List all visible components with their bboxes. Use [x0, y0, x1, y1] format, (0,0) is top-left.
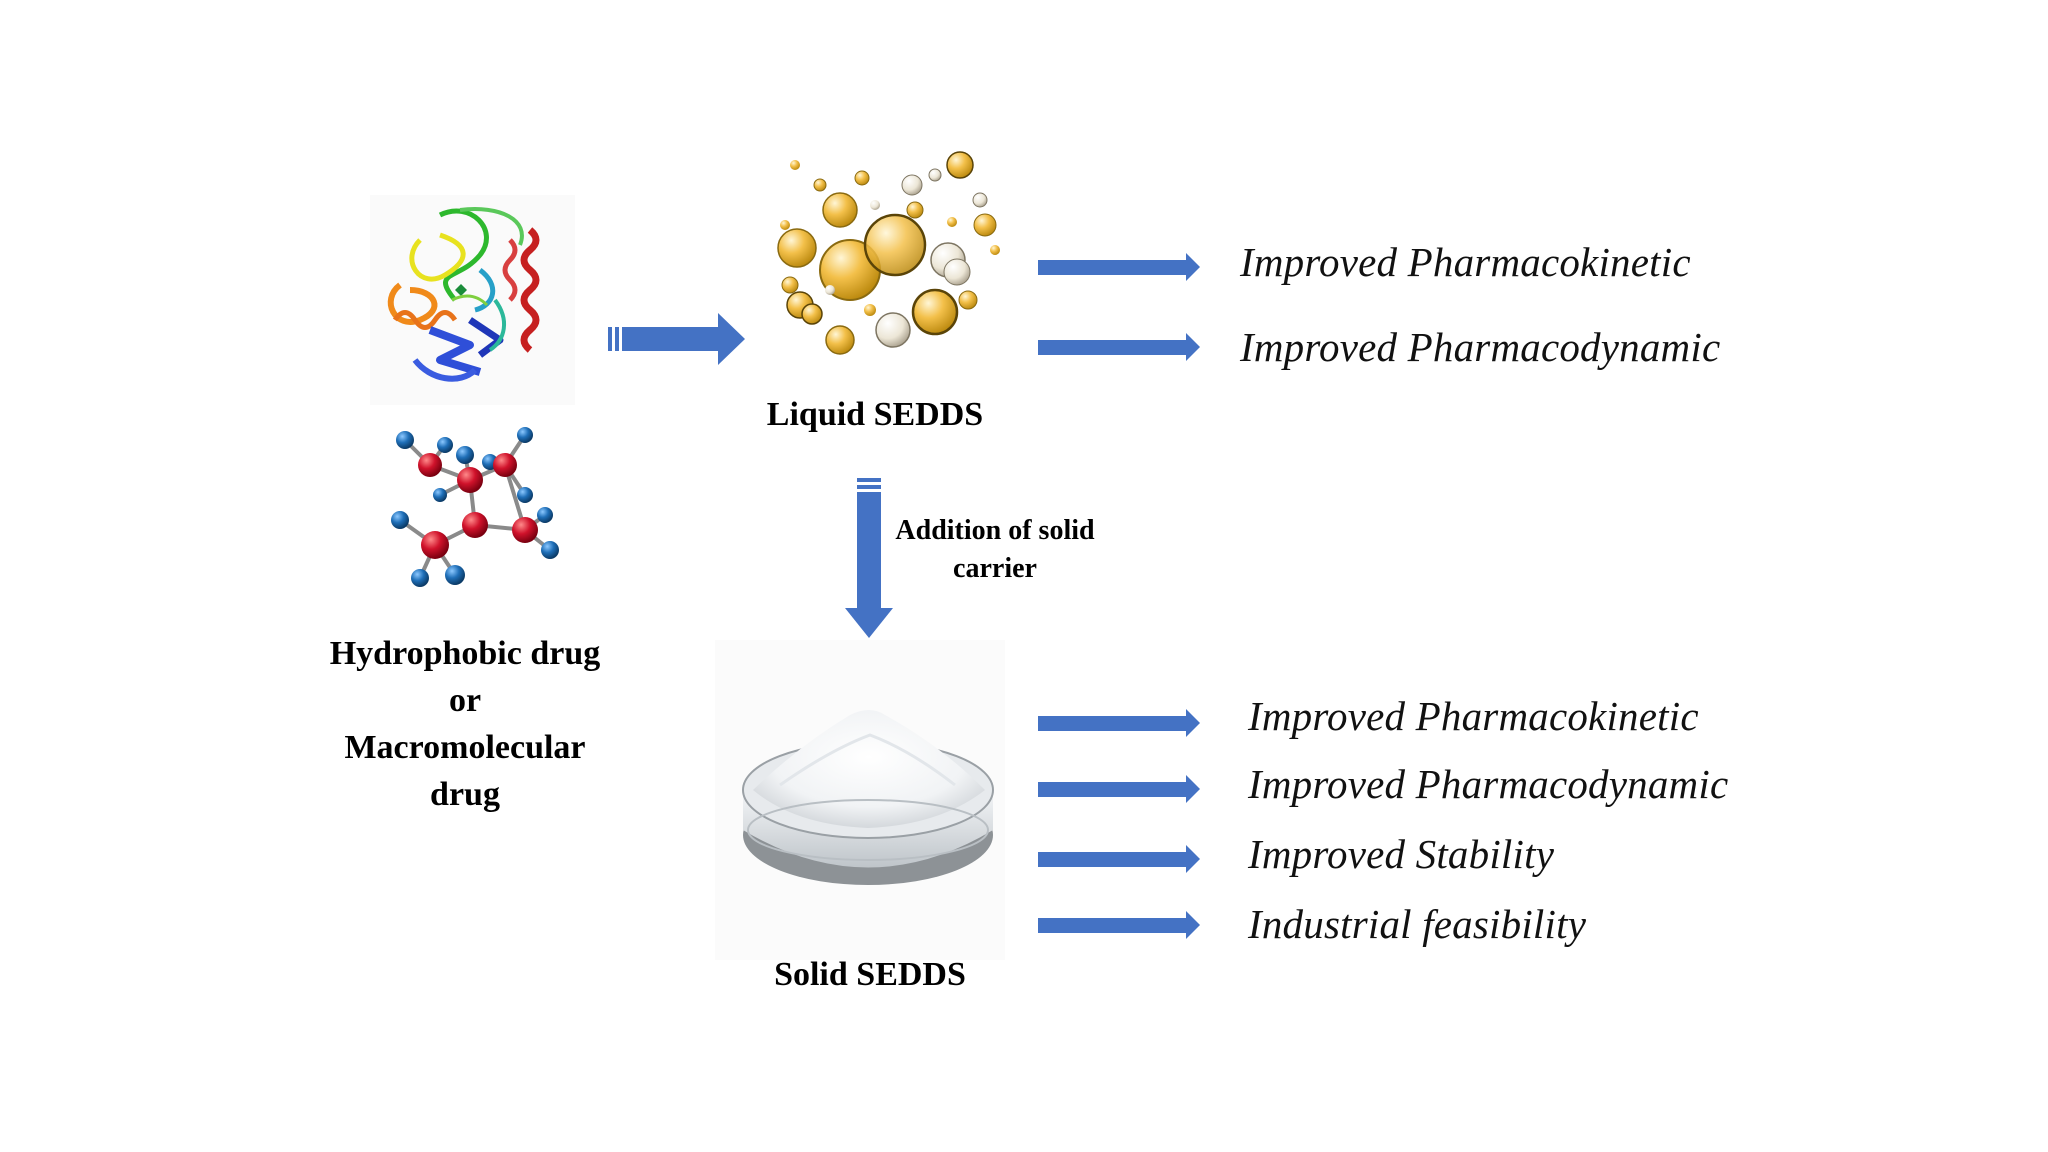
- arrow-solid-benefit-1: [1038, 709, 1200, 737]
- arrow-liquid-benefit-2: [1038, 333, 1200, 361]
- powder-petri-dish-icon: [715, 640, 1005, 960]
- ball-and-stick-molecule-icon: [391, 427, 559, 587]
- arrow-liquid-to-solid: [845, 478, 893, 638]
- protein-ribbon-structure-icon: [370, 195, 575, 405]
- arrow-liquid-benefit-1: [1038, 253, 1200, 281]
- solid-benefit: Improved Pharmacokinetic: [1248, 693, 1699, 739]
- solid-carrier-label: Addition of solid carrier: [880, 512, 1110, 588]
- solid-benefit: Improved Pharmacodynamic: [1248, 761, 1729, 807]
- drug-label-line: or: [448, 682, 482, 719]
- liquid-sedds-label: Liquid SEDDS: [766, 396, 984, 433]
- arrow-drug-to-liquid: [608, 313, 745, 365]
- drug-label-line: Macromolecular: [344, 729, 586, 766]
- drug-label-line: Hydrophobic drug: [329, 635, 601, 672]
- solid-benefit: Industrial feasibility: [1248, 901, 1587, 947]
- drug-label-line: drug: [430, 776, 500, 813]
- liquid-benefit: Improved Pharmacokinetic: [1240, 239, 1691, 285]
- arrow-solid-benefit-2: [1038, 775, 1200, 803]
- solid-benefit: Improved Stability: [1248, 831, 1555, 877]
- drug-label: Hydrophobic drug or Macromolecular drug: [315, 630, 615, 818]
- arrow-solid-benefit-3: [1038, 845, 1200, 873]
- oil-droplets-icon: [777, 151, 1000, 355]
- solid-sedds-label: Solid SEDDS: [774, 956, 966, 993]
- liquid-benefit: Improved Pharmacodynamic: [1240, 324, 1721, 370]
- solid-carrier-label-line: Addition of solid: [895, 515, 1095, 546]
- solid-carrier-label-line: carrier: [953, 553, 1037, 584]
- arrow-solid-benefit-4: [1038, 911, 1200, 939]
